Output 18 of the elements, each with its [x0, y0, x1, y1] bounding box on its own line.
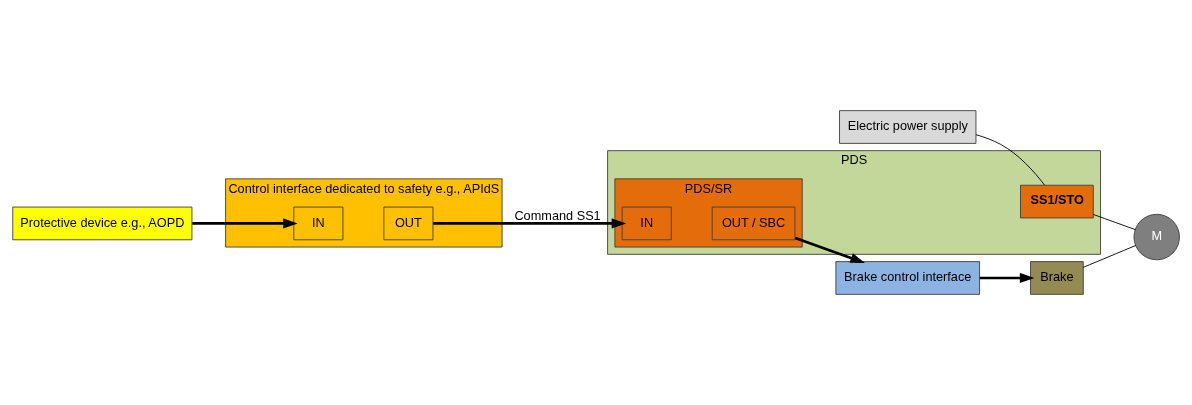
arrow — [433, 218, 627, 229]
arrow — [192, 218, 298, 229]
arrow — [979, 272, 1035, 284]
node-box: Protective device e.g., AOPD — [12, 206, 193, 241]
node-box: IN — [621, 206, 672, 241]
node-box: OUT / SBC — [711, 206, 796, 241]
node-box: SS1/STO — [1020, 184, 1094, 219]
node-box: OUT — [383, 206, 434, 241]
node-box: Brake — [1030, 261, 1084, 295]
arrow — [794, 236, 865, 263]
node-box: IN — [293, 206, 344, 241]
connector — [1082, 245, 1137, 268]
node-box: Electric power supply — [839, 110, 977, 144]
edge-label: Command SS1 — [514, 207, 601, 223]
connector — [1093, 214, 1136, 231]
node-circle: M — [1133, 213, 1180, 261]
node-box: Brake control interface — [835, 261, 981, 295]
connector — [975, 134, 1045, 186]
